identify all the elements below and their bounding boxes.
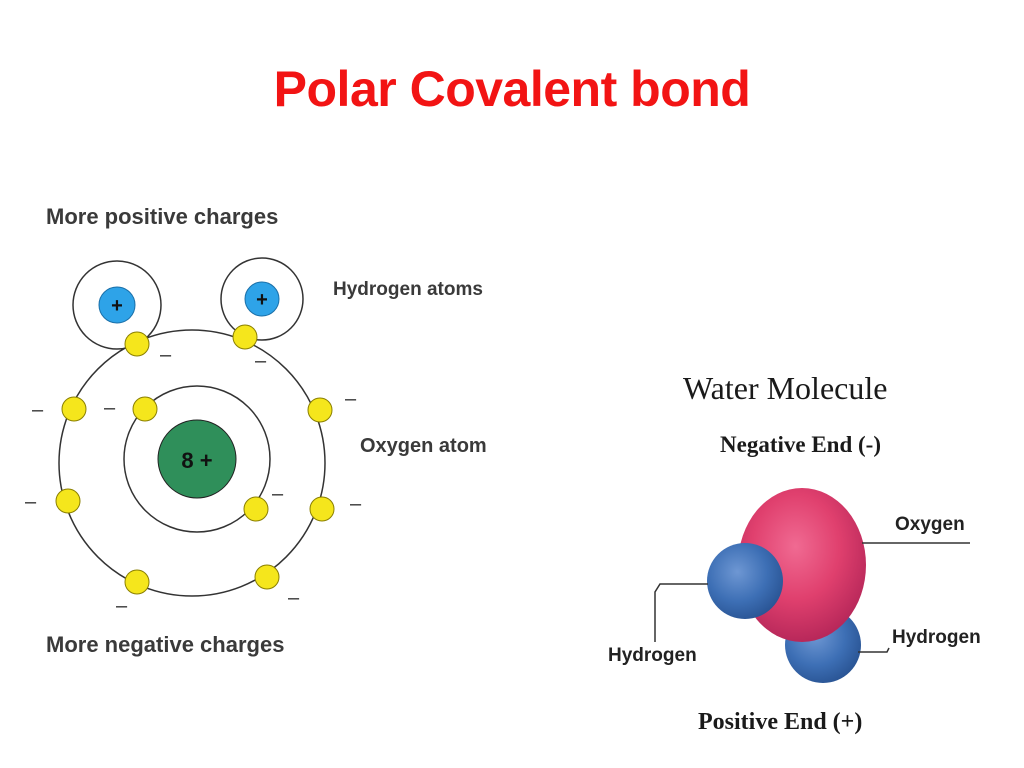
hydrogen-right-leader-line [858,647,890,653]
oxygen-nucleus-label: 8 + [181,448,212,473]
oxygen-label: Oxygen [895,514,965,535]
electron [307,397,333,423]
electron-charge-sign: – [160,344,172,366]
hydrogen-right-shell [220,257,304,341]
electron-charge-sign: – [25,491,37,513]
electron-charge-sign: – [32,399,44,421]
electron [61,396,87,422]
hydrogen-left-proton-sign: + [111,295,123,317]
oxygen-inner-shell [123,385,271,533]
oxygen-atom-label: Oxygen atom [360,435,487,457]
oxygen-atom-diagram: 8 + [58,329,326,597]
electrons [55,324,335,595]
electron-charge-sign: – [104,397,116,419]
electron [124,569,150,595]
water-molecule-model [707,488,866,683]
electron [55,488,81,514]
hydrogen-right-proton-sign: + [256,289,268,311]
more-negative-charges-label: More negative charges [46,632,285,657]
oxygen-outer-shell [58,329,326,597]
electron-charge-sign: – [350,493,362,515]
more-positive-charges-label: More positive charges [46,204,279,229]
electron-charge-sign: – [272,483,284,505]
hydrogen-right-proton [244,281,280,317]
electron [232,324,258,350]
electron-charge-sign: – [345,388,357,410]
oxygen-nucleus [157,419,237,499]
electron-charge-signs: – – – – – – – – – – [25,344,362,617]
hydrogen-left-proton [98,286,136,324]
slide-title: Polar Covalent bond [273,61,751,117]
electron [132,396,158,422]
electron-charge-sign: – [255,350,267,372]
hydrogen-atoms-label: Hydrogen atoms [333,279,483,300]
hydrogen-atom-left: + [72,260,162,350]
hydrogen-sphere-front [707,543,783,619]
hydrogen-right-label: Hydrogen [892,627,981,648]
electron [254,564,280,590]
electron-charge-sign: – [288,587,300,609]
electron-charge-sign: – [116,595,128,617]
hydrogen-left-leader-line [654,583,708,642]
electron [124,331,150,357]
water-molecule-title: Water Molecule [683,370,888,406]
negative-end-label: Negative End (-) [720,432,881,457]
hydrogen-left-label: Hydrogen [608,645,697,666]
hydrogen-atom-right: + [220,257,304,341]
positive-end-label: Positive End (+) [698,709,863,735]
electron [309,496,335,522]
leader-lines [654,542,970,653]
electron [243,496,269,522]
hydrogen-left-shell [72,260,162,350]
